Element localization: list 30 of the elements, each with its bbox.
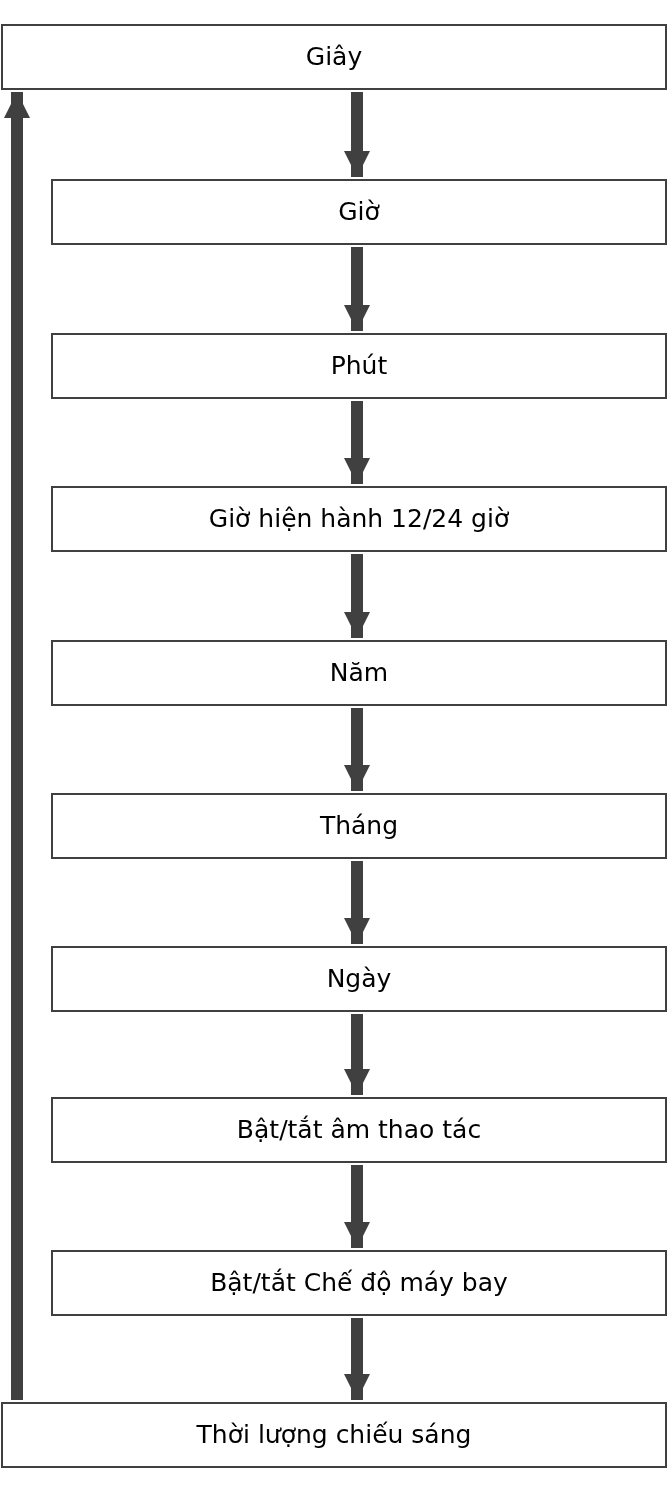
step-box (51, 1250, 667, 1316)
arrow (344, 554, 370, 638)
arrow (344, 1165, 370, 1248)
step-label: Tháng (319, 810, 399, 843)
step-label: Thời lượng chiếu sáng (196, 1419, 472, 1452)
step-box (51, 333, 667, 399)
step-label: Ngày (326, 963, 392, 996)
step-box (51, 946, 667, 1012)
step-label: Năm (329, 657, 389, 690)
step-label: Giờ hiện hành 12/24 giờ (208, 503, 510, 536)
step-label: Bật/tắt Chế độ máy bay (210, 1267, 508, 1300)
step-label: Phút (330, 350, 388, 383)
arrow (4, 92, 30, 1400)
step-box (51, 179, 667, 245)
arrow (344, 92, 370, 177)
step-box (51, 793, 667, 859)
step-label: Giờ (338, 196, 380, 229)
arrow (344, 247, 370, 331)
step-box (51, 640, 667, 706)
step-box (1, 1402, 667, 1468)
step-label: Giây (305, 41, 363, 74)
arrow (344, 861, 370, 944)
step-box (1, 24, 667, 90)
step-box (51, 1097, 667, 1163)
step-box (51, 486, 667, 552)
arrow (344, 1014, 370, 1095)
step-label: Bật/tắt âm thao tác (236, 1114, 482, 1147)
arrow (344, 708, 370, 791)
arrow (344, 401, 370, 484)
arrow (344, 1318, 370, 1400)
